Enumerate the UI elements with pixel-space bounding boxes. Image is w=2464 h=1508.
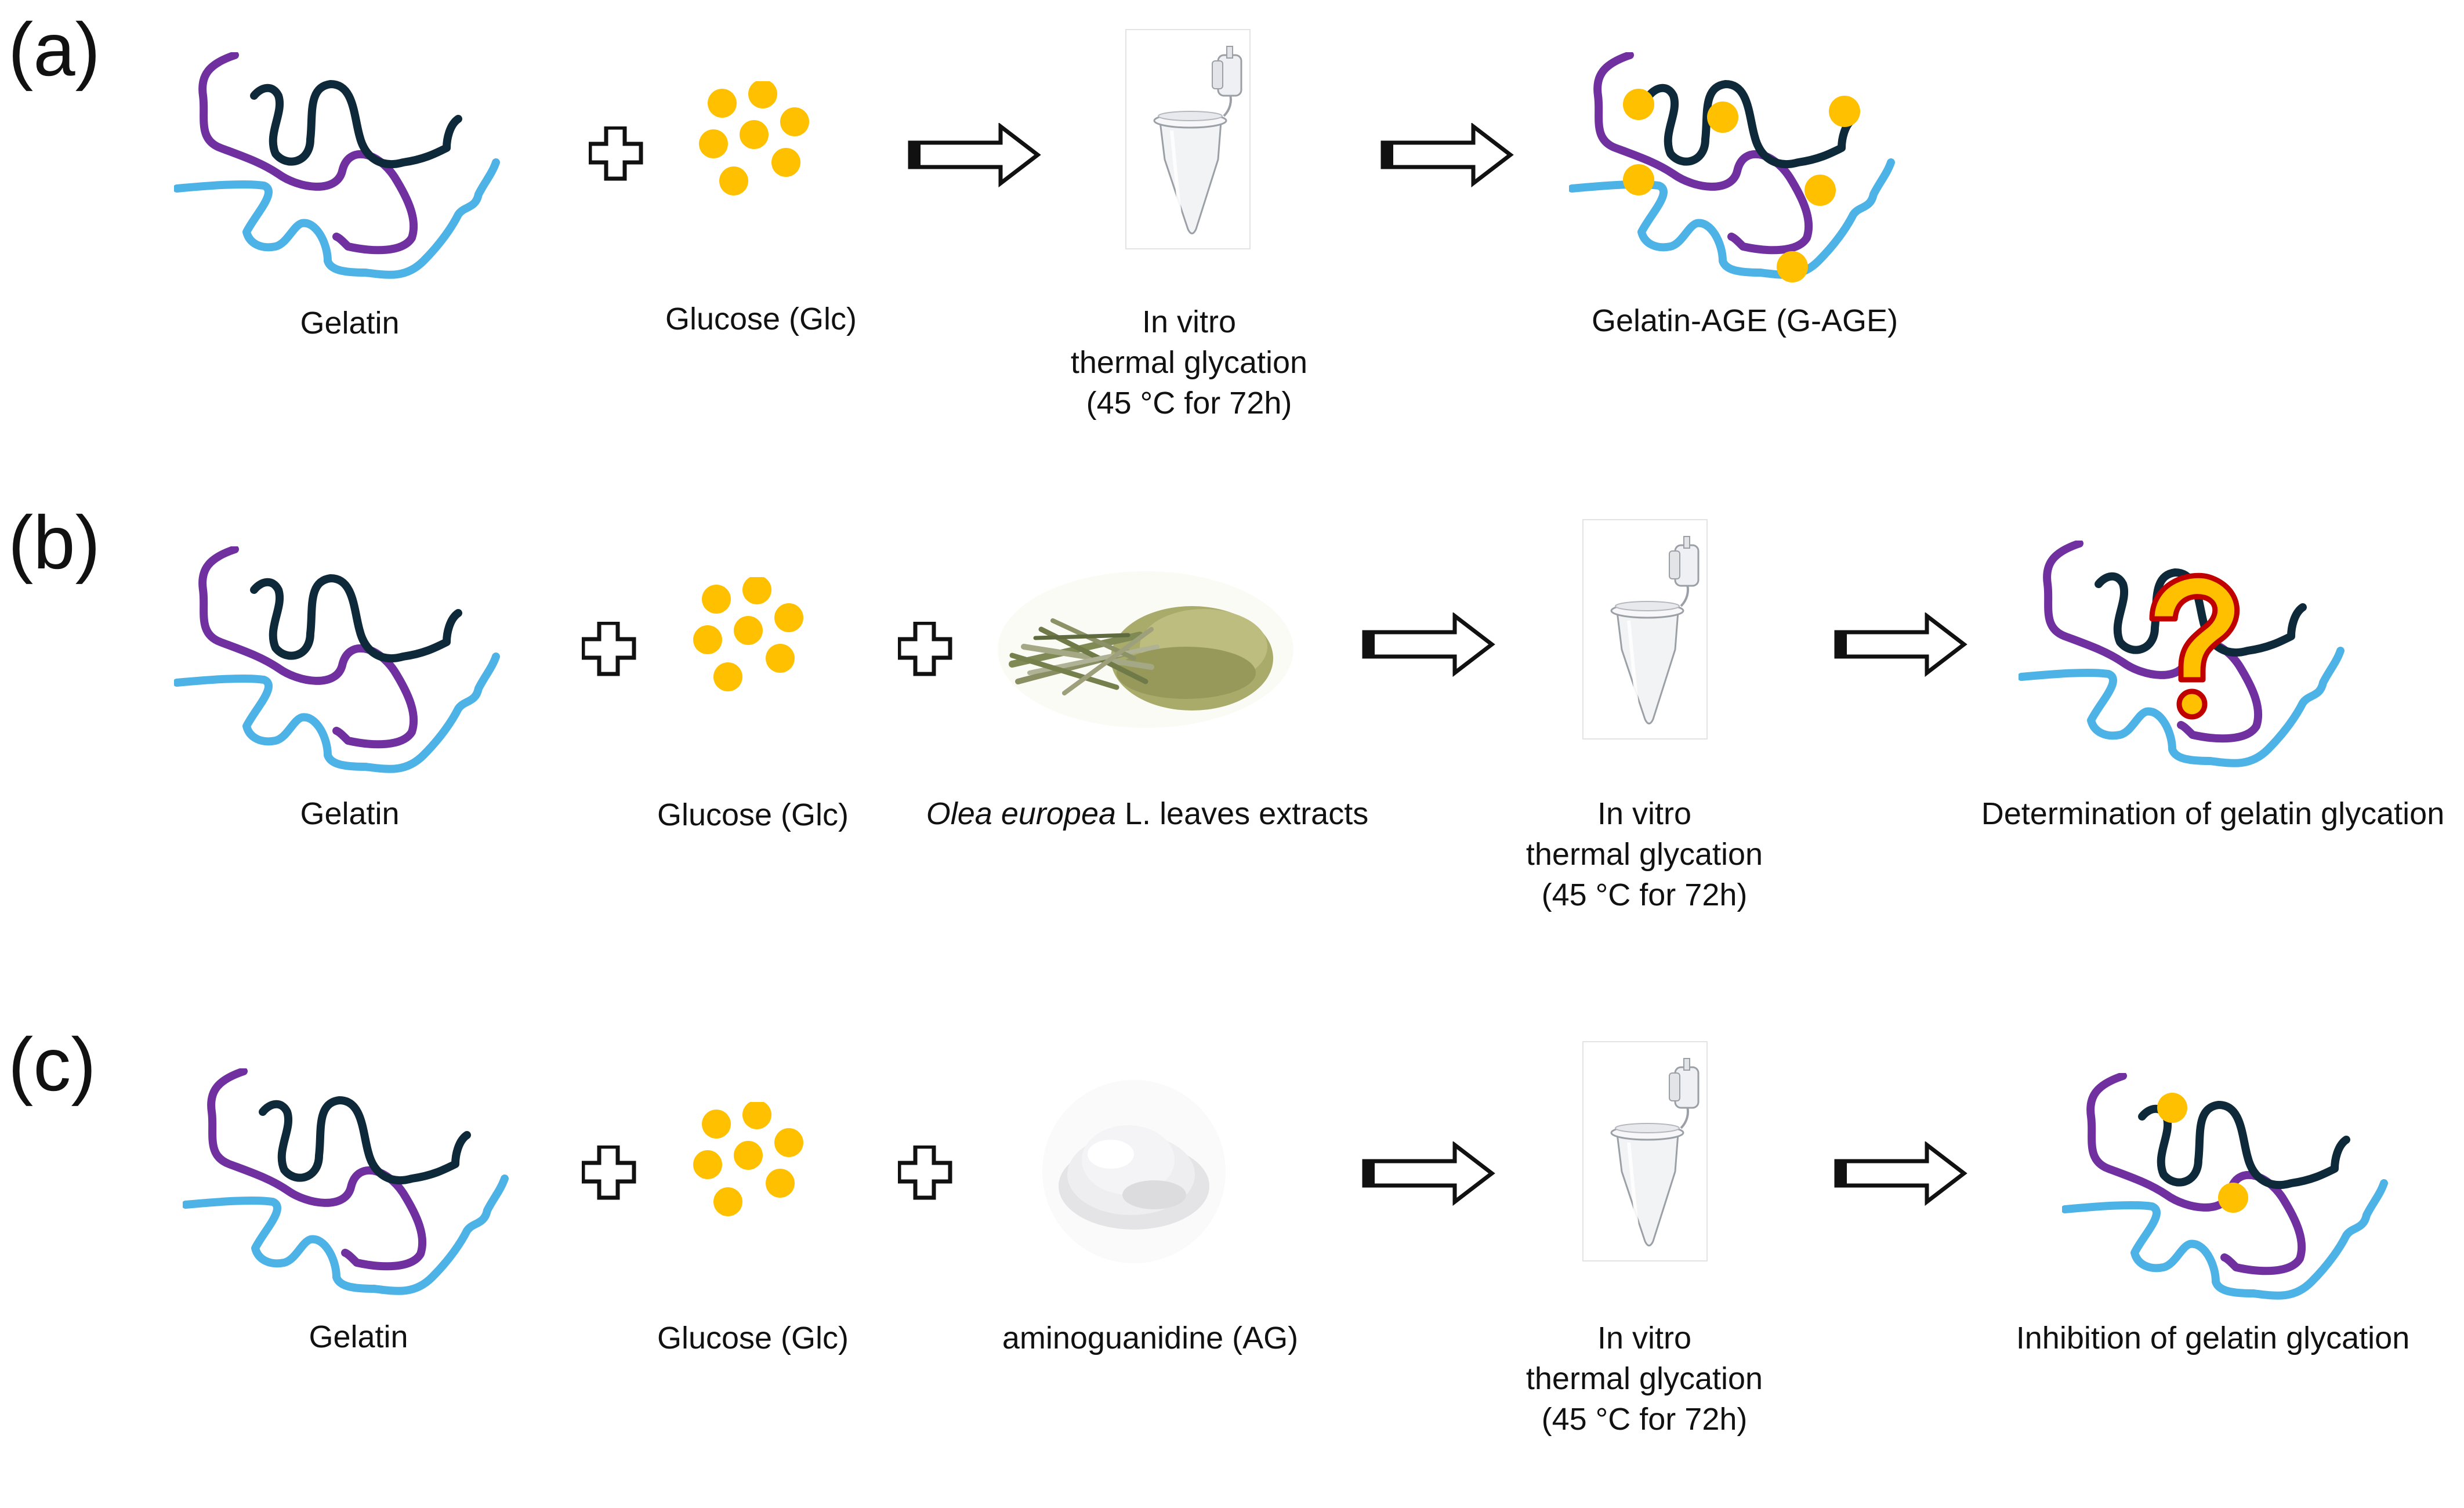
inhibited-gelatin-icon — [2062, 1073, 2398, 1305]
microcentrifuge-tube-icon — [1582, 519, 1709, 741]
gelatin-strands-icon — [174, 546, 510, 778]
right-arrow-icon — [1362, 1141, 1495, 1206]
glucose-label: Glucose (Glc) — [657, 798, 849, 832]
panel-b: (b) Gelatin Glucose (Glc) Olea europea L… — [0, 493, 2464, 986]
gelatin-question-icon — [2019, 541, 2355, 773]
right-arrow-icon — [1362, 612, 1495, 677]
tube-label-line1: In vitro — [1597, 1321, 1692, 1355]
tube-label-line2: thermal glycation — [1525, 1361, 1763, 1396]
microcentrifuge-tube-icon — [1125, 29, 1252, 251]
glucose-label: Glucose (Glc) — [657, 1321, 849, 1355]
glucose-cluster-icon — [693, 577, 803, 691]
gelatin-label: Gelatin — [300, 796, 400, 831]
right-arrow-icon — [1834, 1141, 1967, 1206]
tube-label-line1: In vitro — [1142, 304, 1237, 339]
additive-label: aminoguanidine (AG) — [1002, 1321, 1299, 1355]
white-powder-image — [1042, 1080, 1226, 1263]
plus-icon — [582, 1146, 637, 1201]
microcentrifuge-tube-icon — [1582, 1041, 1709, 1263]
right-arrow-icon — [1834, 612, 1967, 677]
right-arrow-icon — [908, 123, 1041, 188]
question-mark-icon — [2149, 572, 2240, 720]
result-label: Inhibition of gelatin glycation — [2016, 1321, 2410, 1355]
glycated-gelatin-icon — [1569, 52, 1905, 282]
result-label: Gelatin-AGE (G-AGE) — [1591, 303, 1898, 338]
glucose-label: Glucose (Glc) — [665, 302, 857, 336]
gelatin-strands-icon — [183, 1068, 519, 1300]
result-label: Determination of gelatin glycation — [1981, 796, 2445, 831]
gelatin-label: Gelatin — [300, 306, 400, 340]
tube-label-line3: (45 °C for 72h) — [1541, 878, 1748, 912]
tube-label-line2: thermal glycation — [1525, 837, 1763, 872]
plus-icon — [898, 1146, 953, 1201]
tube-label-line3: (45 °C for 72h) — [1086, 386, 1292, 420]
tube-label-line1: In vitro — [1597, 796, 1692, 831]
glucose-cluster-icon — [699, 81, 809, 195]
panel-a: (a) Gelatin Glucose (Glc) In vitro therm… — [0, 0, 2464, 493]
panel-c: (c) Gelatin Glucose (Glc) aminoguanidine… — [0, 1015, 2464, 1508]
plus-icon — [589, 126, 644, 182]
additive-label: Olea europea L. leaves extracts — [926, 793, 1368, 834]
right-arrow-icon — [1380, 123, 1514, 188]
glucose-cluster-icon — [693, 1102, 803, 1216]
plus-icon — [898, 622, 953, 677]
gelatin-strands-icon — [174, 52, 510, 284]
additive-label-rest: L. leaves extracts — [1116, 796, 1369, 831]
additive-label-italic: Olea europea — [926, 796, 1117, 831]
panel-letter: (b) — [8, 500, 100, 585]
olive-leaves-image — [998, 571, 1293, 728]
plus-icon — [582, 622, 637, 677]
tube-label-line3: (45 °C for 72h) — [1541, 1402, 1748, 1437]
tube-label-line2: thermal glycation — [1070, 345, 1308, 380]
gelatin-label: Gelatin — [309, 1320, 408, 1354]
panel-letter: (a) — [8, 7, 100, 92]
panel-letter: (c) — [8, 1022, 96, 1107]
